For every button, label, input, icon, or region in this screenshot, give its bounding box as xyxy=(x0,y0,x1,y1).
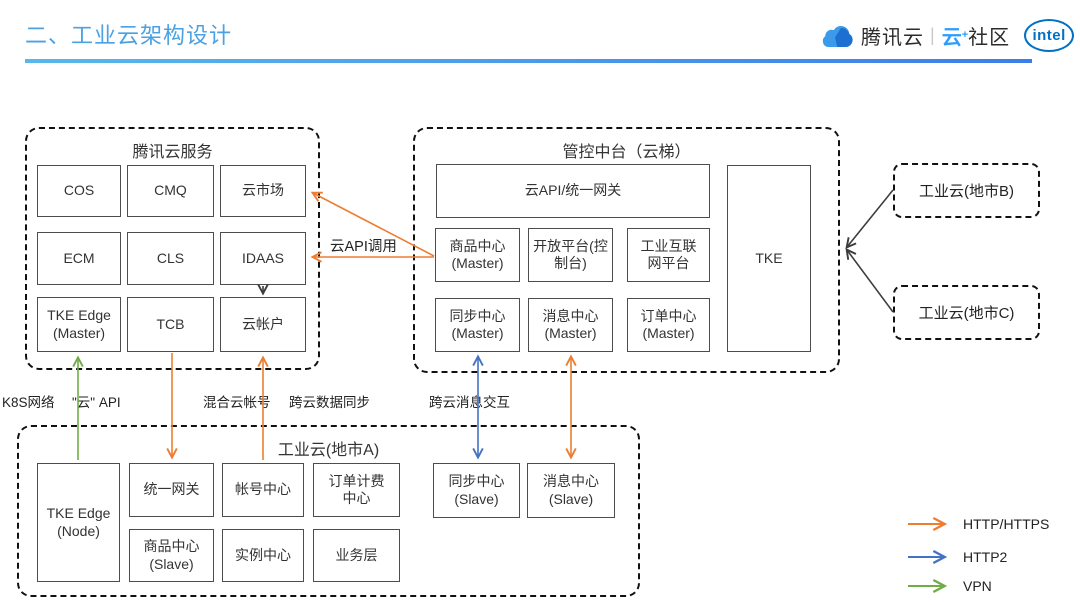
node-industrial-internet-platform: 工业互联网平台 xyxy=(627,228,710,282)
label-mixed-cloud-account: 混合云帐号 xyxy=(203,395,271,410)
node-idaas: IDAAS xyxy=(220,232,306,285)
line-city-b-to-platform xyxy=(845,189,894,250)
node-cloud-account: 云帐户 xyxy=(220,297,306,352)
page-title: 二、工业云架构设计 xyxy=(25,23,233,48)
label-cross-cloud-data-sync: 跨云数据同步 xyxy=(289,395,370,410)
node-tke-edge-node: TKE Edge (Node) xyxy=(37,463,120,582)
brand-divider: | xyxy=(930,24,935,45)
node-message-center-master: 消息中心(Master) xyxy=(528,298,613,352)
label-cross-cloud-message: 跨云消息交互 xyxy=(429,395,510,410)
node-tcb: TCB xyxy=(127,297,214,352)
node-cloud-market: 云市场 xyxy=(220,165,306,217)
node-tke: TKE xyxy=(727,165,811,352)
title-underline xyxy=(25,59,1032,63)
node-sync-center-master: 同步中心(Master) xyxy=(435,298,520,352)
node-product-center-slave: 商品中心(Slave) xyxy=(129,529,214,582)
group-industrial-cloud-city-a: 工业云(地市A) xyxy=(17,425,640,597)
group-industrial-cloud-city-a-title: 工业云(地市A) xyxy=(277,442,380,459)
intel-logo: intel xyxy=(1024,18,1075,52)
brand-community-text: 社区 xyxy=(968,26,1011,49)
node-industrial-cloud-city-c: 工业云(地市C) xyxy=(893,285,1040,340)
node-message-center-slave: 消息中心(Slave) xyxy=(527,463,615,518)
brand-bar: 腾讯云 | 云+ 社区 intel xyxy=(820,18,1075,52)
node-open-platform: 开放平台(控制台) xyxy=(528,228,613,282)
node-ecm: ECM xyxy=(37,232,121,285)
legend-label-http: HTTP/HTTPS xyxy=(963,516,1050,532)
group-control-platform-title: 管控中台（云梯） xyxy=(562,144,691,161)
node-cos: COS xyxy=(37,165,121,217)
label-cloud-api-call: 云API调用 xyxy=(330,239,397,255)
tencent-cloud-logo-icon xyxy=(820,22,856,48)
node-industrial-cloud-city-b: 工业云(地市B) xyxy=(893,163,1040,218)
node-instance-center: 实例中心 xyxy=(222,529,304,582)
node-cloud-api-gateway: 云API/统一网关 xyxy=(436,164,710,218)
legend-label-vpn: VPN xyxy=(963,578,992,594)
node-cmq: CMQ xyxy=(127,165,214,217)
group-tencent-services-title: 腾讯云服务 xyxy=(132,144,213,161)
node-business-layer: 业务层 xyxy=(313,529,400,582)
brand-tencent-text: 腾讯云 xyxy=(861,26,924,49)
node-product-center-master: 商品中心(Master) xyxy=(435,228,520,282)
node-account-center: 帐号中心 xyxy=(222,463,304,517)
node-cls: CLS xyxy=(127,232,214,285)
brand-plus: + xyxy=(961,29,969,41)
node-tke-edge-master: TKE Edge (Master) xyxy=(37,297,121,352)
line-city-c-to-platform xyxy=(845,247,894,313)
label-k8s-network: K8S网络 xyxy=(2,395,55,410)
label-cloud-api: "云" API xyxy=(72,395,121,410)
brand-cloud-text: 云 xyxy=(941,26,962,49)
node-order-billing-center: 订单计费中心 xyxy=(313,463,400,517)
legend-label-http2: HTTP2 xyxy=(963,549,1008,565)
node-unified-gateway: 统一网关 xyxy=(129,463,214,517)
node-sync-center-slave: 同步中心(Slave) xyxy=(433,463,520,518)
node-order-center-master: 订单中心(Master) xyxy=(627,298,710,352)
